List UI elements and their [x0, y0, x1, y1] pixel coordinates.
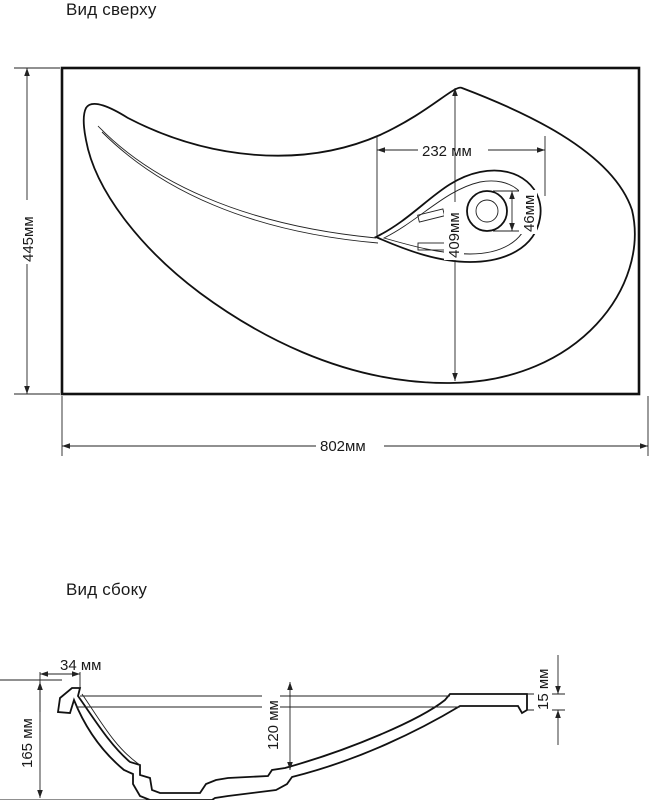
side-profile-outline — [56, 687, 528, 800]
dim-bowl-width: 232 мм — [422, 143, 472, 160]
basin-inner-rim — [97, 125, 377, 239]
dim-depth: 120 мм — [265, 700, 282, 750]
dim-drain: 46мм — [521, 195, 538, 232]
basin-outer-outline — [82, 86, 636, 384]
countertop-outline — [60, 66, 641, 396]
side-profile-inner — [81, 693, 141, 766]
side-view: 34 мм 165 мм 120 мм 15 мм — [0, 655, 565, 800]
side-view-title: Вид сбоку — [66, 580, 148, 599]
drain-inner — [475, 199, 499, 223]
top-view: 232 мм 409мм 46мм 445мм 802мм — [14, 66, 649, 456]
overflow-slot-1 — [417, 208, 446, 223]
drain-outer — [466, 190, 508, 232]
dim-total-height: 165 мм — [19, 718, 36, 768]
top-view-title: Вид сверху — [66, 0, 157, 19]
dim-width: 802мм — [320, 438, 366, 455]
basin-inner-rim-2 — [101, 131, 379, 244]
dim-bowl-length: 409мм — [446, 212, 463, 258]
dim-rim: 34 мм — [60, 657, 101, 674]
dim-height: 445мм — [20, 216, 37, 262]
bowl-outline — [373, 169, 542, 263]
overflow-slot-2 — [417, 242, 449, 251]
dim-edge: 15 мм — [535, 669, 552, 710]
